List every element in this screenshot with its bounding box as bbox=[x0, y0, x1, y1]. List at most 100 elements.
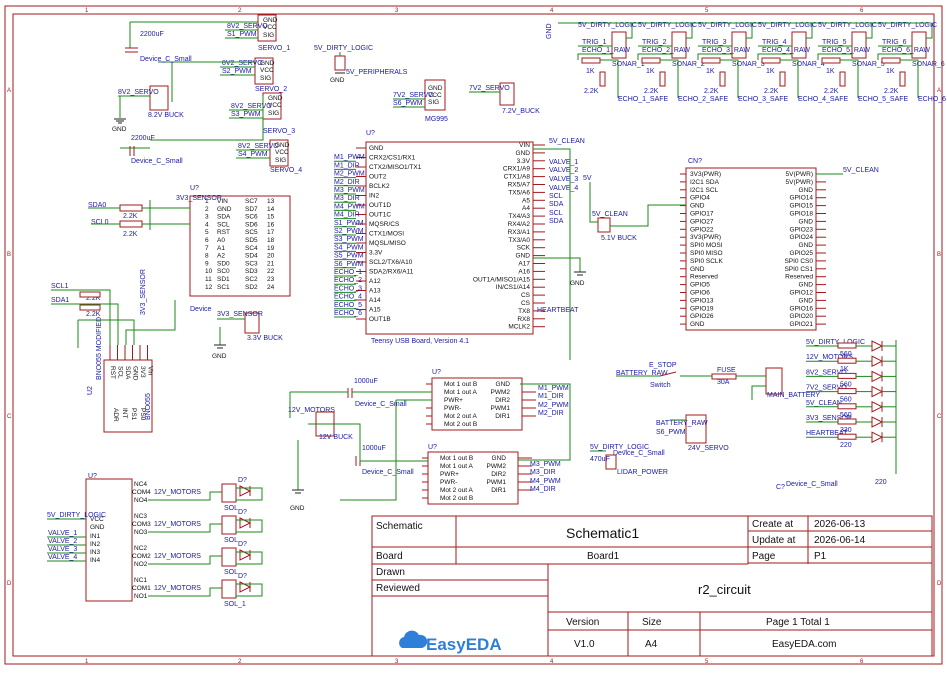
resistor[interactable] bbox=[837, 418, 857, 425]
pin-label: MCLK2 bbox=[508, 324, 530, 331]
component-name: 7.2V_BUCK bbox=[502, 108, 540, 115]
resistor[interactable] bbox=[837, 372, 857, 379]
resistor[interactable] bbox=[821, 57, 841, 64]
pin-label: 22 bbox=[267, 268, 275, 275]
net-label: 8V2_SERVO bbox=[238, 143, 279, 150]
relay-body[interactable] bbox=[85, 478, 133, 602]
pin-label: DIR1 bbox=[495, 413, 510, 420]
pin-label: GPIO19 bbox=[690, 305, 714, 312]
estop-switch[interactable] bbox=[659, 371, 677, 377]
pin-label: IN2 bbox=[90, 541, 101, 548]
solenoid-connector[interactable] bbox=[221, 547, 237, 567]
motor-driver-2[interactable] bbox=[427, 451, 519, 505]
resistor-value: 2.2K bbox=[86, 295, 101, 302]
pin-label: GND bbox=[690, 266, 705, 273]
resistor[interactable] bbox=[599, 71, 606, 87]
resistor[interactable] bbox=[839, 71, 846, 87]
title-label: Board bbox=[376, 551, 403, 562]
pin-label: NC4 bbox=[134, 481, 147, 488]
size-value: A4 bbox=[645, 639, 658, 650]
net-label: ECHO_4_RAW bbox=[762, 47, 810, 54]
net-label: VALVE_2 bbox=[48, 538, 77, 545]
pi-connector[interactable] bbox=[685, 167, 817, 331]
resistor[interactable] bbox=[837, 433, 857, 440]
pin-label: GPIO17 bbox=[690, 211, 714, 218]
net-label: VALVE_4 bbox=[48, 554, 77, 561]
pin-label: Mot 2 out A bbox=[440, 487, 474, 494]
buck-converter[interactable] bbox=[315, 411, 335, 437]
teensy-body[interactable] bbox=[365, 141, 534, 335]
net-label: 8V2_SERVO bbox=[806, 369, 847, 376]
resistor[interactable] bbox=[837, 357, 857, 364]
pin-label: GPIO23 bbox=[790, 226, 814, 233]
mux-body[interactable] bbox=[189, 195, 291, 297]
resistor[interactable] bbox=[659, 71, 666, 87]
lidar-connector[interactable] bbox=[605, 454, 617, 470]
pin-label: SC3 bbox=[245, 260, 258, 267]
bno055-body[interactable] bbox=[103, 359, 153, 433]
buck-converter[interactable] bbox=[597, 217, 611, 233]
resistor[interactable] bbox=[641, 57, 661, 64]
pin-label: OUT2 bbox=[369, 174, 387, 181]
resistor[interactable] bbox=[899, 71, 906, 87]
col-mark: 2 bbox=[238, 8, 242, 14]
title-label: Drawn bbox=[376, 567, 405, 578]
pin-label: IN2 bbox=[369, 193, 380, 200]
buck-converter[interactable] bbox=[149, 85, 169, 111]
net-label: 5V_DIRTY_LOGIC bbox=[818, 22, 877, 29]
component-name: SONAR_4 bbox=[792, 61, 825, 68]
sonar-connector[interactable] bbox=[611, 31, 627, 59]
resistor[interactable] bbox=[719, 71, 726, 87]
sonar-connector[interactable] bbox=[791, 31, 807, 59]
resistor[interactable] bbox=[761, 57, 781, 64]
motor-driver-1[interactable] bbox=[431, 377, 523, 431]
title-block: Schematic Schematic1 Board Board1 Drawn … bbox=[371, 515, 933, 657]
buck-converter[interactable] bbox=[499, 82, 515, 106]
servo24-connector[interactable] bbox=[685, 414, 707, 444]
solenoid-connector[interactable] bbox=[221, 483, 237, 503]
sonar-connector[interactable] bbox=[911, 31, 927, 59]
buck-33: 3V3_SENSOR 3.3V BUCK GND bbox=[212, 311, 283, 360]
net-label: 5V_CLEAN bbox=[843, 167, 879, 174]
logo-text: EasyEDA bbox=[426, 635, 502, 654]
pin-label: ADR bbox=[112, 408, 119, 422]
pin-label: Mot 1 out B bbox=[444, 381, 477, 388]
sonar-connector[interactable] bbox=[671, 31, 687, 59]
pin-label: SPI0 MISO bbox=[690, 250, 723, 257]
resistor[interactable] bbox=[581, 57, 601, 64]
pin-label: GND bbox=[90, 524, 105, 531]
solenoid-connector[interactable] bbox=[221, 515, 237, 535]
pin-label: 13 bbox=[267, 198, 275, 205]
pin-label: A12 bbox=[369, 278, 381, 285]
battery-connector[interactable] bbox=[765, 367, 783, 395]
sonar-connector[interactable] bbox=[731, 31, 747, 59]
fuse[interactable] bbox=[711, 373, 737, 380]
resistor[interactable] bbox=[837, 342, 857, 349]
pin-label: 4 bbox=[205, 221, 209, 228]
relay-module: U? 5V_DIRTY_LOGIC VCC GND IN1 IN2 IN3 IN… bbox=[47, 473, 263, 608]
resistor[interactable] bbox=[701, 57, 721, 64]
resistor[interactable] bbox=[881, 57, 901, 64]
buck-converter[interactable] bbox=[244, 312, 260, 334]
pin-label: IN4 bbox=[90, 557, 101, 564]
mg995-connector[interactable] bbox=[424, 79, 446, 111]
net-label: SCL bbox=[549, 210, 563, 217]
resistor[interactable] bbox=[779, 71, 786, 87]
servo-connector[interactable] bbox=[254, 57, 274, 85]
sonar-connector[interactable] bbox=[851, 31, 867, 59]
servo-connector[interactable] bbox=[269, 139, 289, 167]
pin-label: Mot 1 out A bbox=[444, 389, 478, 396]
gnd-label: GND bbox=[330, 77, 345, 84]
net-label: BATTERY_RAW bbox=[616, 370, 668, 377]
pin-label: TX8 bbox=[518, 308, 530, 315]
capacitor-value: 1000uF bbox=[362, 445, 386, 452]
solenoid-connector[interactable] bbox=[221, 579, 237, 599]
resistor[interactable] bbox=[837, 388, 857, 395]
servo-connector[interactable] bbox=[257, 14, 277, 42]
resistor[interactable] bbox=[837, 403, 857, 410]
peripherals-connector[interactable] bbox=[334, 55, 346, 71]
component-name: Device_C_Small bbox=[613, 450, 665, 457]
net-label: 8V2_SERVO bbox=[118, 89, 159, 96]
net-label: S6_PWM bbox=[656, 429, 686, 436]
